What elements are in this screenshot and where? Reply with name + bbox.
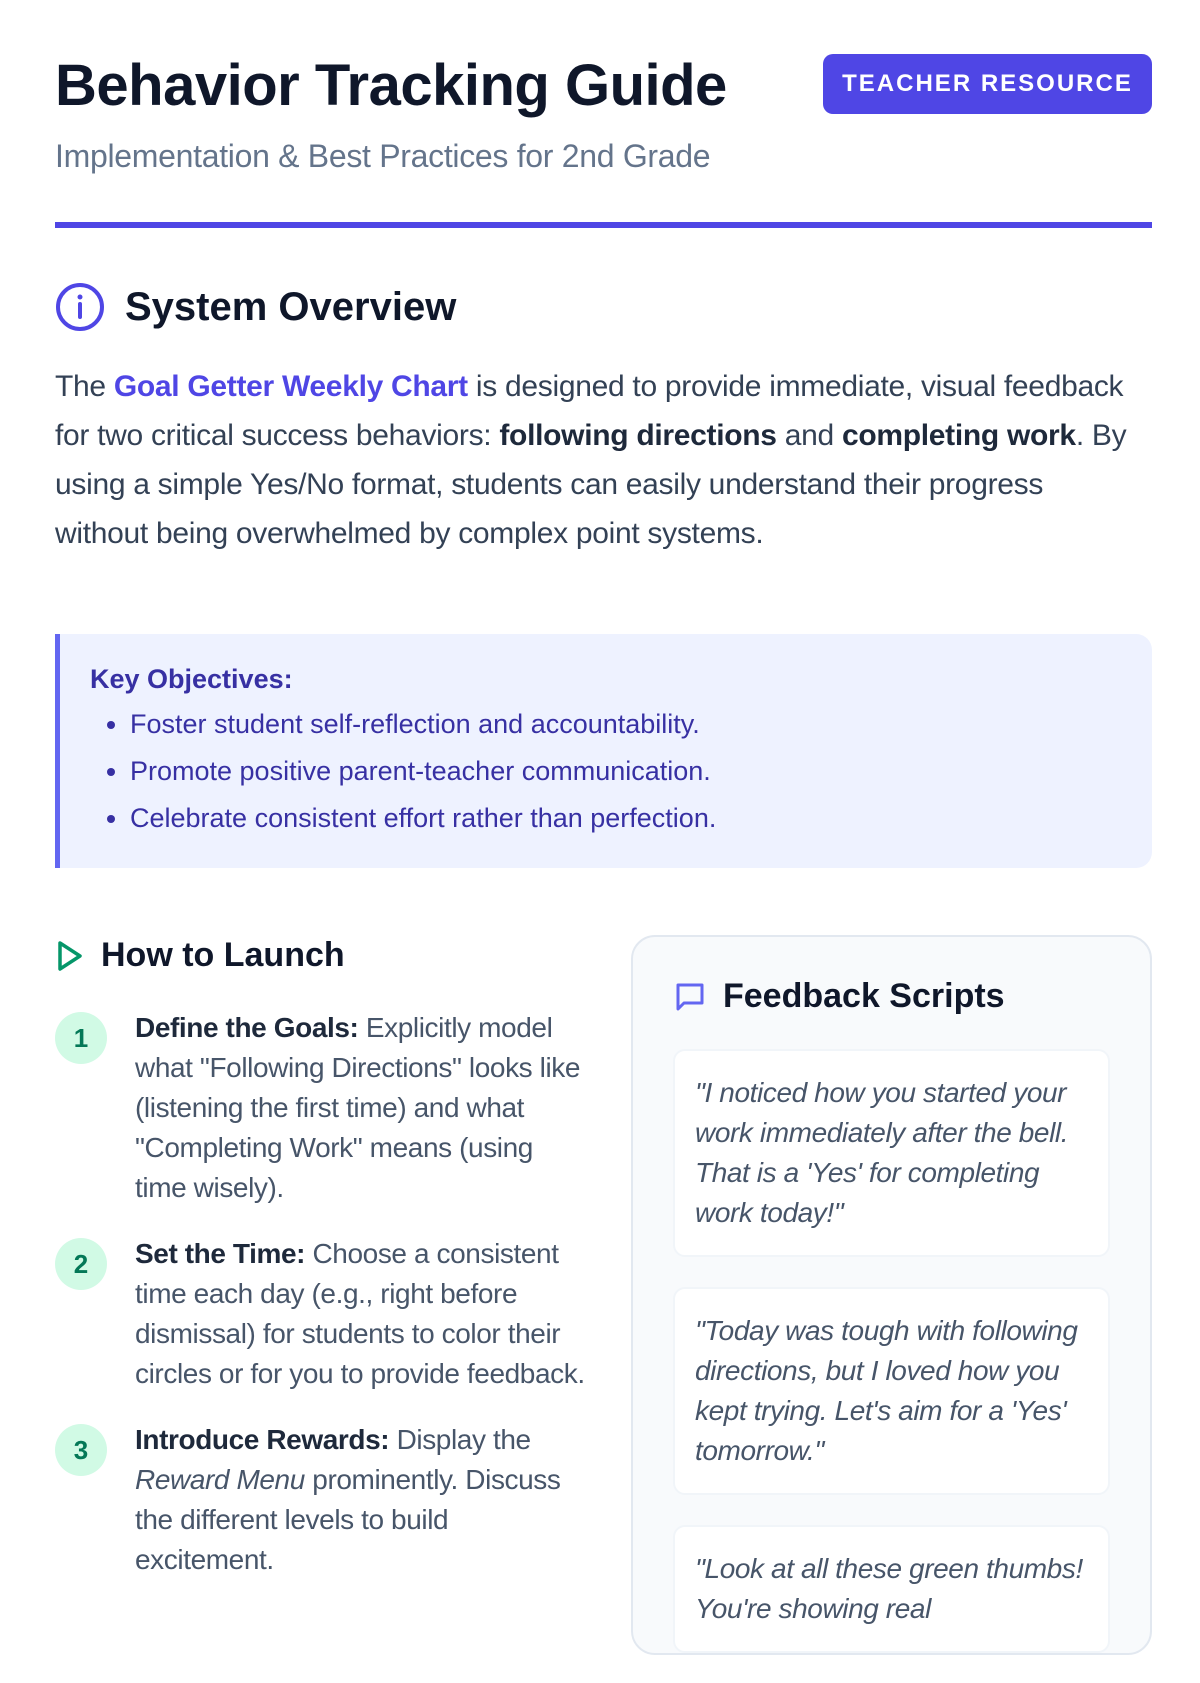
guide-page: Behavior Tracking Guide TEACHER RESOURCE… xyxy=(55,0,1152,1655)
feedback-quote: "Look at all these green thumbs! You're … xyxy=(673,1525,1110,1653)
step-item: 1 Define the Goals: Explicitly model wha… xyxy=(55,1008,585,1208)
overview-heading: System Overview xyxy=(55,282,456,332)
key-objectives-box: Key Objectives: Foster student self-refl… xyxy=(55,634,1152,868)
text: is designed to provide immediate, visual… xyxy=(55,370,1124,452)
launch-steps: 1 Define the Goals: Explicitly model wha… xyxy=(55,1008,585,1606)
play-icon xyxy=(58,940,82,971)
text: The xyxy=(55,370,114,403)
objectives-title: Key Objectives: xyxy=(90,664,293,694)
page-subtitle: Implementation & Best Practices for 2nd … xyxy=(55,138,711,174)
objective-item: Celebrate consistent effort rather than … xyxy=(130,795,1122,842)
text: and xyxy=(776,419,842,452)
step-text: Set the Time: Choose a consistent time e… xyxy=(135,1234,585,1394)
step-description: Choose a consistent time each day (e.g.,… xyxy=(135,1238,585,1389)
step-description: Display the xyxy=(389,1424,532,1455)
page-title: Behavior Tracking Guide xyxy=(55,53,727,118)
feedback-quote: "I noticed how you started your work imm… xyxy=(673,1049,1110,1257)
step-number: 2 xyxy=(55,1238,107,1290)
step-number: 1 xyxy=(55,1012,107,1064)
info-icon xyxy=(56,283,104,331)
text: . By using a simple Yes/No format, stude… xyxy=(55,419,1127,550)
step-label: Define the Goals: xyxy=(135,1012,359,1043)
step-label: Set the Time: xyxy=(135,1238,306,1269)
message-square-icon xyxy=(676,983,704,1010)
quote-list: "I noticed how you started your work imm… xyxy=(673,1049,1110,1683)
step-text: Define the Goals: Explicitly model what … xyxy=(135,1008,585,1208)
feedback-scripts-card: Feedback Scripts "I noticed how you star… xyxy=(631,935,1152,1655)
step-text: Introduce Rewards: Display the Reward Me… xyxy=(135,1420,585,1580)
feedback-quote: "Today was tough with following directio… xyxy=(673,1287,1110,1495)
header-divider xyxy=(55,222,1152,228)
step-item: 2 Set the Time: Choose a consistent time… xyxy=(55,1234,585,1394)
reward-menu-emphasis: Reward Menu xyxy=(135,1464,305,1495)
launch-heading: How to Launch xyxy=(55,936,345,975)
behavior-following-directions: following directions xyxy=(499,419,777,452)
step-label: Introduce Rewards: xyxy=(135,1424,390,1455)
step-description: Explicitly model what "Following Directi… xyxy=(135,1012,581,1203)
step-description: prominently. Discuss the different level… xyxy=(135,1464,561,1575)
behavior-completing-work: completing work xyxy=(841,419,1076,452)
feedback-heading: Feedback Scripts xyxy=(673,977,1005,1016)
objective-item: Promote positive parent-teacher communic… xyxy=(130,748,1122,795)
overview-title: System Overview xyxy=(125,284,457,329)
header: Behavior Tracking Guide TEACHER RESOURCE… xyxy=(55,0,1152,230)
launch-title: How to Launch xyxy=(101,936,345,974)
step-item: 3 Introduce Rewards: Display the Reward … xyxy=(55,1420,585,1580)
step-number: 3 xyxy=(55,1424,107,1476)
objective-item: Foster student self-reflection and accou… xyxy=(130,701,1122,748)
teacher-resource-badge: TEACHER RESOURCE xyxy=(823,54,1152,114)
feedback-title: Feedback Scripts xyxy=(723,977,1005,1015)
overview-paragraph: The Goal Getter Weekly Chart is designed… xyxy=(55,362,1135,558)
chart-name: Goal Getter Weekly Chart xyxy=(113,370,468,403)
objectives-list: Foster student self-reflection and accou… xyxy=(90,701,1122,842)
